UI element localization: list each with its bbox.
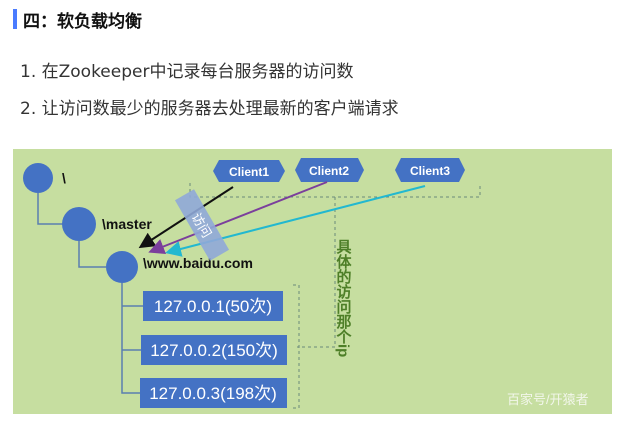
zookeeper-diagram: \ \master \www.baidu.com 127.0.0.1(50次) … <box>13 149 612 414</box>
side-note: 具体的访问那个ip <box>335 239 353 357</box>
root-node <box>23 163 53 193</box>
heading-accent-bar <box>13 9 17 29</box>
list-item: 2. 让访问数最少的服务器去处理最新的客户端请求 <box>20 99 399 119</box>
master-node <box>62 207 96 241</box>
server-3: 127.0.0.3(198次) <box>149 384 277 403</box>
tree-lines <box>37 193 143 394</box>
dashed-brackets <box>189 183 481 409</box>
section-heading: 四：软负载均衡 <box>13 8 142 32</box>
client1-label: Client1 <box>229 165 269 179</box>
server-1: 127.0.0.1(50次) <box>154 297 272 316</box>
server-2: 127.0.0.2(150次) <box>150 341 278 360</box>
access-label: 访问 <box>174 189 230 261</box>
client-shapes <box>213 158 465 182</box>
root-node-label: \ <box>62 170 66 186</box>
baidu-node <box>106 251 138 283</box>
watermark: 百家号/开猿者 <box>507 392 589 407</box>
list-item: 1. 在Zookeeper中记录每台服务器的访问数 <box>20 62 354 82</box>
client3-label: Client3 <box>410 164 450 178</box>
heading-text: 四：软负载均衡 <box>23 11 142 32</box>
client2-label: Client2 <box>309 164 349 178</box>
baidu-node-label: \www.baidu.com <box>143 255 253 271</box>
server-boxes <box>140 291 287 408</box>
master-node-label: \master <box>102 216 152 232</box>
client2-arrow <box>148 181 328 255</box>
